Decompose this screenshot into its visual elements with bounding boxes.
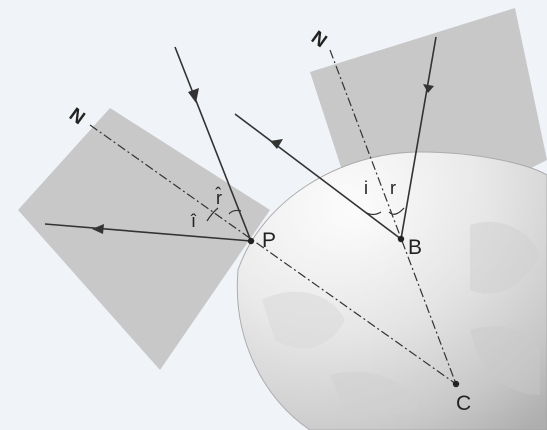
reflected-ray-right-arrow — [270, 139, 283, 149]
label-angle-i-left: î — [190, 211, 197, 231]
label-point-c: C — [456, 392, 471, 415]
point-c-dot — [452, 380, 460, 388]
spherical-mirror — [236, 151, 547, 430]
label-point-b: B — [408, 236, 422, 259]
reflected-ray-right — [234, 113, 402, 240]
label-angle-r-right: r — [390, 178, 396, 198]
angle-arc-incidence-left — [206, 207, 219, 222]
reflected-ray-left — [44, 223, 252, 242]
tangent-plane-left — [18, 108, 270, 370]
point-p-dot — [247, 237, 255, 245]
label-angle-r-left: r̂ — [215, 187, 222, 208]
normal-line-right — [329, 49, 457, 385]
point-b-dot — [397, 235, 405, 243]
incident-ray-left-arrow — [188, 88, 199, 103]
normal-line-left — [89, 124, 457, 385]
label-point-p: P — [262, 229, 276, 252]
incident-ray-left — [174, 46, 252, 242]
incident-ray-right — [400, 36, 437, 240]
reflected-ray-left-arrow — [92, 224, 104, 234]
label-normal-left: N — [65, 104, 88, 129]
label-normal-right: N — [307, 27, 330, 52]
angle-arc-reflection-right — [388, 207, 405, 215]
angle-arc-reflection-left — [228, 209, 242, 215]
angle-arc-incidence-right — [364, 211, 382, 216]
incident-ray-right-arrow — [423, 84, 434, 93]
label-angle-i-right: i — [364, 178, 368, 198]
